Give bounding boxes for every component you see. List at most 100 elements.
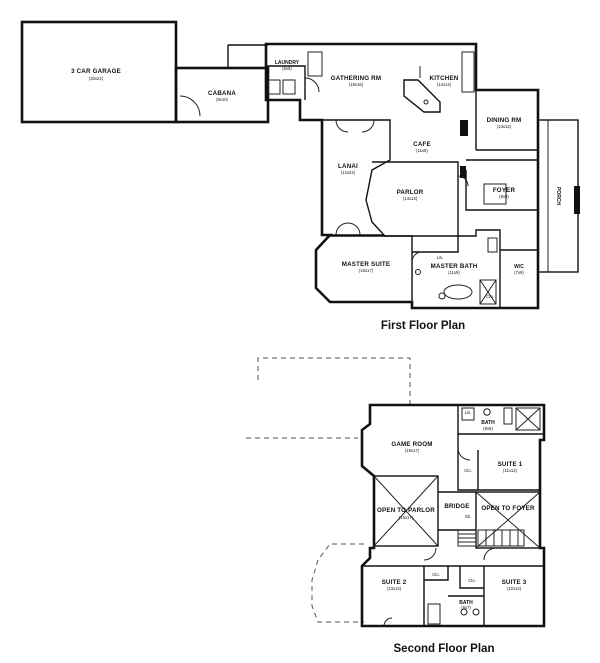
wic-dims: (7x9) bbox=[514, 270, 524, 275]
lanai-walls bbox=[322, 119, 391, 236]
suite2-clo-label: Clo. bbox=[432, 572, 439, 577]
game-room-dims: (19x17) bbox=[405, 448, 420, 453]
parlor-label: PARLOR bbox=[397, 189, 424, 196]
bath1-lin-shelf bbox=[461, 407, 475, 421]
foyer-stair bbox=[483, 183, 507, 205]
open-parlor-dims: (15x17) bbox=[399, 515, 414, 520]
suite3-door-swing bbox=[483, 547, 497, 561]
master-lin-label: Lin. bbox=[437, 255, 444, 260]
bath2-tub bbox=[427, 603, 441, 625]
cabana-door-swing bbox=[179, 95, 201, 117]
suite1-dims: (11x12) bbox=[503, 468, 517, 473]
open-parlor-label: OPEN TO PARLOR bbox=[377, 507, 435, 514]
suite3-label: SUITE 3 bbox=[502, 579, 527, 586]
dining-label: DINING RM bbox=[487, 117, 522, 124]
master-suite-walls bbox=[330, 235, 413, 302]
bath2-label: BATH bbox=[459, 600, 473, 606]
suite3-clo-label: Clo. bbox=[468, 578, 475, 583]
master-bath-dims: (11x9) bbox=[448, 270, 460, 275]
lanai-door-swing-bottom-right bbox=[347, 222, 361, 236]
kitchen-island bbox=[403, 79, 441, 113]
suite1-label: SUITE 1 bbox=[498, 461, 523, 468]
open-foyer-cross-2 bbox=[475, 491, 541, 549]
kitchen-counter-right bbox=[461, 51, 475, 93]
laundry-washer bbox=[267, 79, 281, 95]
second-floor-caption: Second Floor Plan bbox=[394, 643, 495, 655]
master-bath-walls bbox=[412, 229, 501, 308]
first-floor-plan: 3 CAR GARAGE (30x21) CABANA (9x10) LAUND… bbox=[20, 20, 580, 332]
kitchen-label: KITCHEN bbox=[430, 75, 459, 82]
bath1-toilet bbox=[503, 407, 513, 425]
open-parlor-outline bbox=[373, 475, 439, 547]
roof-outline-bottom bbox=[311, 543, 364, 623]
laundry-door-swing bbox=[304, 77, 320, 93]
laundry-dims: (8x6) bbox=[282, 66, 292, 71]
bath1-shower-cross-2 bbox=[515, 407, 541, 431]
master-shower bbox=[479, 279, 497, 305]
lanai-dims: (12x24) bbox=[341, 170, 356, 175]
laundry-walls bbox=[266, 65, 306, 100]
cabana-dims: (9x10) bbox=[216, 97, 228, 102]
foyer-label: FOYER bbox=[493, 187, 516, 194]
lanai-door-swing-top-right bbox=[361, 119, 375, 133]
garage-label: 3 CAR GARAGE bbox=[71, 68, 121, 75]
master-vanity-sink bbox=[415, 269, 421, 275]
master-lin-shelf bbox=[487, 237, 498, 253]
gathering-dims: (19x16) bbox=[349, 82, 364, 87]
open-foyer-outline bbox=[475, 491, 541, 549]
bath1-label: BATH bbox=[481, 420, 495, 426]
lanai-label: LANAI bbox=[338, 163, 358, 170]
bridge-sb-label: Sb. bbox=[465, 514, 471, 519]
master-toilet bbox=[438, 292, 446, 300]
open-parlor-cross-2 bbox=[373, 475, 439, 547]
first-floor-caption: First Floor Plan bbox=[381, 320, 465, 332]
bath1-lin-label: Lin. bbox=[465, 410, 472, 415]
lanai-door-swing-bottom-left bbox=[335, 222, 349, 236]
bath2-dims: (8x7) bbox=[461, 605, 471, 610]
cabana-walls bbox=[174, 66, 270, 124]
parlor-dims: (14x13) bbox=[403, 196, 418, 201]
suite1-walls bbox=[457, 434, 540, 491]
bath1-shower bbox=[515, 407, 541, 431]
cabana-label: CABANA bbox=[208, 90, 236, 97]
game-room-label: GAME ROOM bbox=[391, 441, 432, 448]
master-bath-label: MASTER BATH bbox=[431, 263, 478, 270]
foyer-closet bbox=[460, 166, 466, 178]
porch-column bbox=[574, 186, 580, 214]
cafe-dims: (11x9) bbox=[416, 148, 428, 153]
suite3-dims: (12x12) bbox=[507, 586, 522, 591]
porch-label: PORCH bbox=[555, 187, 561, 205]
bridge-label: BRIDGE bbox=[444, 503, 469, 510]
master-tub bbox=[443, 284, 473, 300]
suite2-label: SUITE 2 bbox=[382, 579, 407, 586]
suite2-window bbox=[383, 617, 393, 627]
suite1-door-swing bbox=[457, 447, 471, 461]
roof-outline-top bbox=[257, 357, 411, 405]
laundry-dryer bbox=[282, 79, 296, 95]
open-foyer-label: OPEN TO FOYER bbox=[481, 505, 535, 512]
master-bath-door-swing bbox=[411, 251, 423, 263]
suite2-dims: (13x12) bbox=[387, 586, 402, 591]
second-floor-plan: GAME ROOM (19x17) BATH (8x6) Lin. SUITE … bbox=[246, 357, 546, 655]
foyer-dims: (9x9) bbox=[499, 194, 509, 199]
master-suite-dims: (16x17) bbox=[359, 268, 374, 273]
master-clo-label: Clo. bbox=[486, 294, 493, 299]
suite1-clo-label: Clo. bbox=[464, 468, 471, 473]
master-shower-cross-2 bbox=[479, 279, 497, 305]
bath2-sink bbox=[460, 608, 468, 616]
gathering-label: GATHERING RM bbox=[331, 75, 381, 82]
kitchen-dims: (14x14) bbox=[437, 82, 452, 87]
bath2-toilet bbox=[472, 608, 480, 616]
parlor-walls bbox=[372, 161, 459, 237]
pantry-shelf bbox=[307, 51, 323, 77]
kitchen-fridge bbox=[460, 120, 468, 136]
foyer-walls bbox=[465, 159, 538, 211]
second-floor-walls bbox=[360, 403, 546, 628]
bath1-sink bbox=[483, 408, 491, 416]
suite2-door-swing bbox=[423, 547, 437, 561]
laundry-label: LAUNDRY bbox=[275, 60, 300, 66]
master-suite-label: MASTER SUITE bbox=[342, 261, 390, 268]
dining-dims: (13x12) bbox=[497, 124, 512, 129]
garage-dims: (30x21) bbox=[89, 76, 104, 81]
